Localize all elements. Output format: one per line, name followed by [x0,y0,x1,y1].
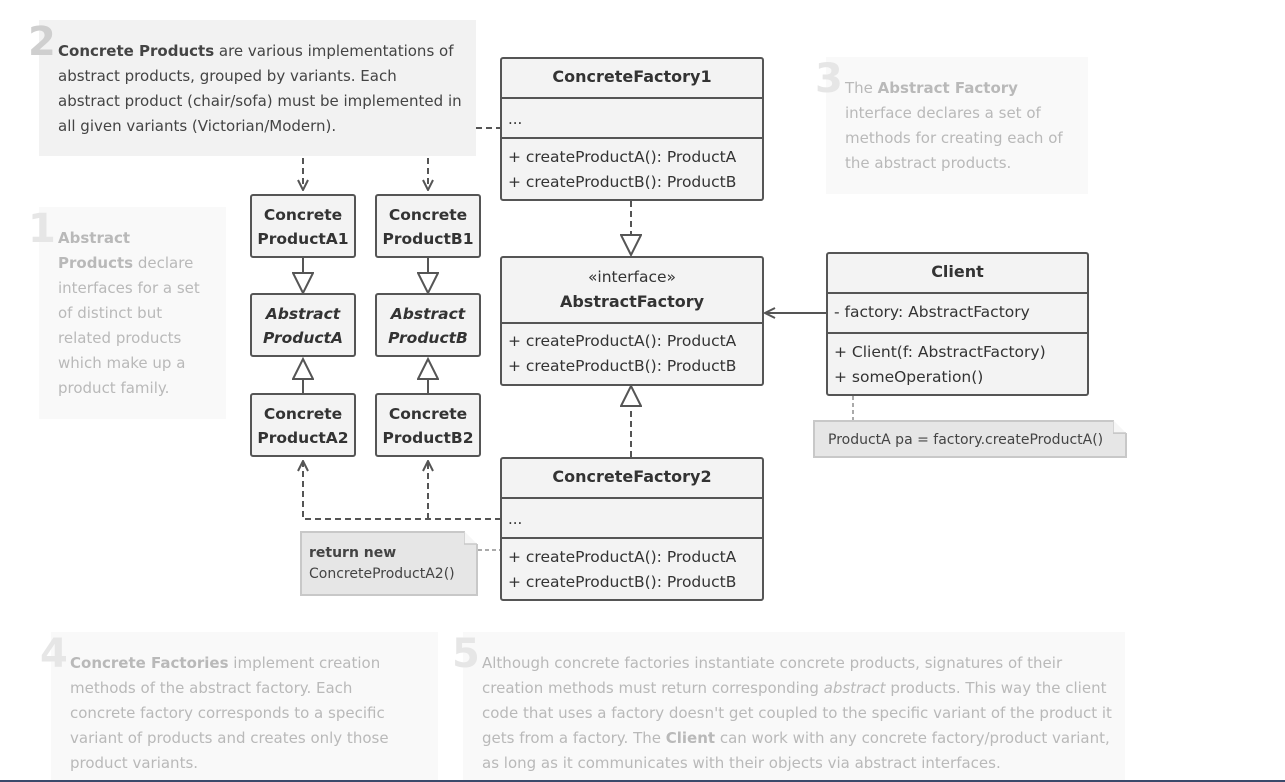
concrete-factory-1: ConcreteFactory1 ... + createProductA():… [500,57,764,201]
class-fields: ... [502,99,762,139]
box-line: Abstract [265,305,341,323]
note-concrete-factories: 4 Concrete Factories implement creation … [40,632,438,782]
note-number: 1 [28,206,56,252]
note-text: Concrete Factories implement creation me… [70,654,389,772]
method-row: + createProductB(): ProductB [508,173,737,191]
method-row: + createProductB(): ProductB [508,573,737,591]
box-line: Abstract [390,305,466,323]
memo-text: ConcreteProductA2() [309,566,455,582]
class-methods: + Client(f: AbstractFactory) + someOpera… [828,334,1087,390]
box-line: ProductB2 [382,429,474,447]
box-line: Concrete [263,206,343,224]
method-row: + createProductA(): ProductA [508,548,737,566]
method-row: + createProductB(): ProductB [508,357,737,375]
note-abstract-products: 1 Abstract Products declare interfaces f… [28,207,226,419]
memo-fold [464,531,478,545]
field-row: - factory: AbstractFactory [834,303,1030,321]
dep-f2-cpa2 [303,461,501,520]
note-number: 4 [40,631,68,677]
method-row: + createProductA(): ProductA [508,332,737,350]
note-client-explanation: 5 Although concrete factories instantiat… [452,632,1125,782]
memo-text: ProductA pa = factory.createProductA() [828,432,1104,448]
class-methods: + createProductA(): ProductA + createPro… [502,539,762,595]
box-line: ProductB [388,329,468,347]
note-text: Although concrete factories instantiate … [482,654,1112,772]
class-fields: ... [502,499,762,539]
factory2-code-memo: return new ConcreteProductA2() [300,531,478,596]
memo-fold [1113,420,1127,434]
class-title: AbstractFactory [559,292,705,311]
concrete-product-a2: Concrete ProductA2 [250,393,356,457]
box-line: Concrete [263,405,343,423]
box-line: ProductA2 [257,429,349,447]
class-title: ConcreteFactory2 [502,459,762,499]
memo-text: return new [309,545,397,561]
concrete-product-a1: Concrete ProductA1 [250,194,356,258]
note-concrete-products: 2 Concrete Products are various implemen… [28,20,476,156]
box-line: ProductA [263,329,343,347]
bottom-edge [0,780,1285,782]
abstract-factory-interface: «interface» AbstractFactory + createProd… [500,256,764,386]
note-abstract-factory: 3 The Abstract Factory interface declare… [815,57,1088,194]
abstract-product-a: Abstract ProductA [250,293,356,357]
abstract-product-b: Abstract ProductB [375,293,481,357]
method-row: + createProductA(): ProductA [508,148,737,166]
box-line: Concrete [388,405,468,423]
class-title: Client [828,254,1087,294]
class-title: ConcreteFactory1 [502,59,762,99]
method-row: + Client(f: AbstractFactory) [834,343,1046,361]
method-row: + someOperation() [834,368,984,386]
note-text: The Abstract Factory interface declares … [845,79,1063,172]
concrete-factory-2: ConcreteFactory2 ... + createProductA():… [500,457,764,601]
note-number: 2 [28,19,56,65]
class-fields: - factory: AbstractFactory [828,294,1087,334]
client-code-memo: ProductA pa = factory.createProductA() [813,420,1127,458]
note-text: Abstract Products declare interfaces for… [58,229,200,397]
note-number: 3 [815,56,843,102]
class-methods: + createProductA(): ProductA + createPro… [502,139,762,195]
client-class: Client - factory: AbstractFactory + Clie… [826,252,1089,396]
box-line: ProductB1 [382,230,474,248]
box-line: ProductA1 [257,230,349,248]
class-methods: + createProductA(): ProductA + createPro… [502,324,762,379]
note-number: 5 [452,631,480,677]
class-header: «interface» AbstractFactory [502,258,762,324]
note-text: Concrete Products are various implementa… [58,42,462,135]
box-line: Concrete [388,206,468,224]
stereotype-label: «interface» [587,268,677,286]
concrete-product-b1: Concrete ProductB1 [375,194,481,258]
concrete-product-b2: Concrete ProductB2 [375,393,481,457]
